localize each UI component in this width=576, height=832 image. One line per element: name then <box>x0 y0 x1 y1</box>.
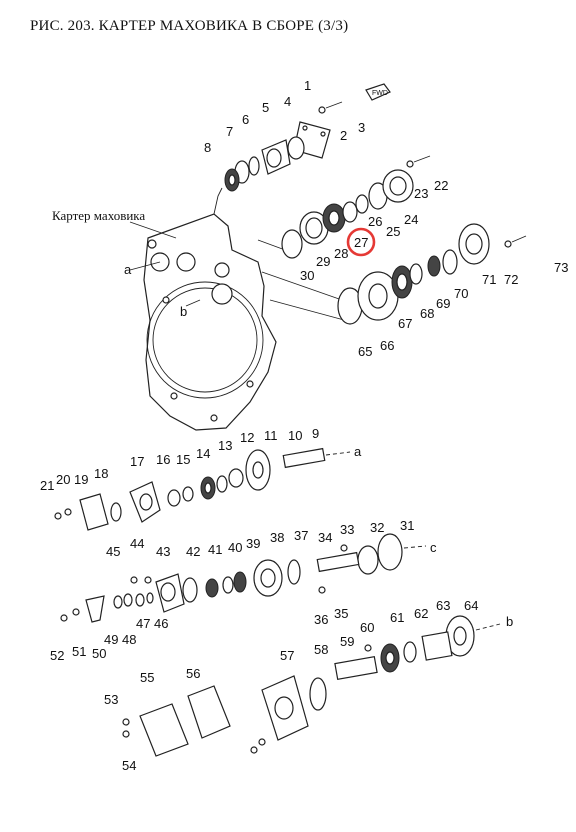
part-number: 34 <box>318 530 332 545</box>
part-numbers: 1 2 3 4 5 6 7 8 9 10 11 12 13 14 15 16 1… <box>40 78 568 773</box>
part-number: 45 <box>106 544 120 559</box>
part-number: 29 <box>316 254 330 269</box>
shaft-row-b <box>250 615 501 754</box>
shaft-row-a <box>54 447 351 531</box>
leader-b-right: b <box>506 614 513 629</box>
part-number: 57 <box>280 648 294 663</box>
part-number: 59 <box>340 634 354 649</box>
part-number: 51 <box>72 644 86 659</box>
upper-right-group <box>281 155 431 259</box>
part-number: 17 <box>130 454 144 469</box>
leader-a-right: a <box>354 444 362 459</box>
part-number: 9 <box>312 426 319 441</box>
part-number: 13 <box>218 438 232 453</box>
part-number: 36 <box>314 612 328 627</box>
middle-right-group <box>337 223 527 325</box>
part-number: 43 <box>156 544 170 559</box>
part-number: 16 <box>156 452 170 467</box>
part-number: 27 <box>354 235 368 250</box>
part-number: 54 <box>122 758 136 773</box>
housing-label: Картер маховика <box>52 208 146 223</box>
part-number: 42 <box>186 544 200 559</box>
part-number: 11 <box>264 428 278 443</box>
part-number: 47 <box>136 616 150 631</box>
part-number: 71 <box>482 272 496 287</box>
part-number: 7 <box>226 124 233 139</box>
part-number: 37 <box>294 528 308 543</box>
part-number: 31 <box>400 518 414 533</box>
part-number: 46 <box>154 616 168 631</box>
part-number: 2 <box>340 128 347 143</box>
highlight-ring <box>346 227 376 257</box>
leader-a: a <box>124 262 132 277</box>
part-number: 48 <box>122 632 136 647</box>
part-number: 63 <box>436 598 450 613</box>
part-number: 58 <box>314 642 328 657</box>
part-number: 1 <box>304 78 311 93</box>
part-number: 72 <box>504 272 518 287</box>
part-number: 8 <box>204 140 211 155</box>
part-number: 38 <box>270 530 284 545</box>
svg-text:FWD: FWD <box>372 90 388 97</box>
part-number: 64 <box>464 598 478 613</box>
part-number: 60 <box>360 620 374 635</box>
part-number: 65 <box>358 344 372 359</box>
part-number: 18 <box>94 466 108 481</box>
figure-title: РИС. 203. КАРТЕР МАХОВИКА В СБОРЕ (3/3) <box>30 18 349 34</box>
part-number: 62 <box>414 606 428 621</box>
part-number: 61 <box>390 610 404 625</box>
part-number: 73 <box>554 260 568 275</box>
assembly-lines <box>129 187 345 321</box>
part-number: 6 <box>242 112 249 127</box>
part-number: 66 <box>380 338 394 353</box>
gasket-group <box>122 685 231 757</box>
part-number: 33 <box>340 522 354 537</box>
part-number: 30 <box>300 268 314 283</box>
leader-letters: a b a c b <box>124 262 513 629</box>
leader-b: b <box>180 304 187 319</box>
part-number: 28 <box>334 246 348 261</box>
part-number: 23 <box>414 186 428 201</box>
part-number: 70 <box>454 286 468 301</box>
part-number: 41 <box>208 542 222 557</box>
part-number: 15 <box>176 452 190 467</box>
part-number: 4 <box>284 94 291 109</box>
leader-c: c <box>430 540 437 555</box>
part-number: 12 <box>240 430 254 445</box>
shaft-row-c <box>60 533 427 623</box>
cover-group: FWD <box>224 83 391 192</box>
part-number: 21 <box>40 478 54 493</box>
part-number: 68 <box>420 306 434 321</box>
part-number: 3 <box>358 120 365 135</box>
part-number: 25 <box>386 224 400 239</box>
part-number: 52 <box>50 648 64 663</box>
flywheel-housing <box>129 213 277 431</box>
part-number: 22 <box>434 178 448 193</box>
part-number: 35 <box>334 606 348 621</box>
part-number: 10 <box>288 428 302 443</box>
part-number: 53 <box>104 692 118 707</box>
part-number: 67 <box>398 316 412 331</box>
part-number: 49 <box>104 632 118 647</box>
part-number: 14 <box>196 446 210 461</box>
part-number: 32 <box>370 520 384 535</box>
part-number: 5 <box>262 100 269 115</box>
part-number: 69 <box>436 296 450 311</box>
part-number: 20 <box>56 472 70 487</box>
part-number: 24 <box>404 212 418 227</box>
part-number: 26 <box>368 214 382 229</box>
part-number: 56 <box>186 666 200 681</box>
part-number: 19 <box>74 472 88 487</box>
part-number: 44 <box>130 536 144 551</box>
part-number: 50 <box>92 646 106 661</box>
part-number: 55 <box>140 670 154 685</box>
part-number: 40 <box>228 540 242 555</box>
part-number: 39 <box>246 536 260 551</box>
